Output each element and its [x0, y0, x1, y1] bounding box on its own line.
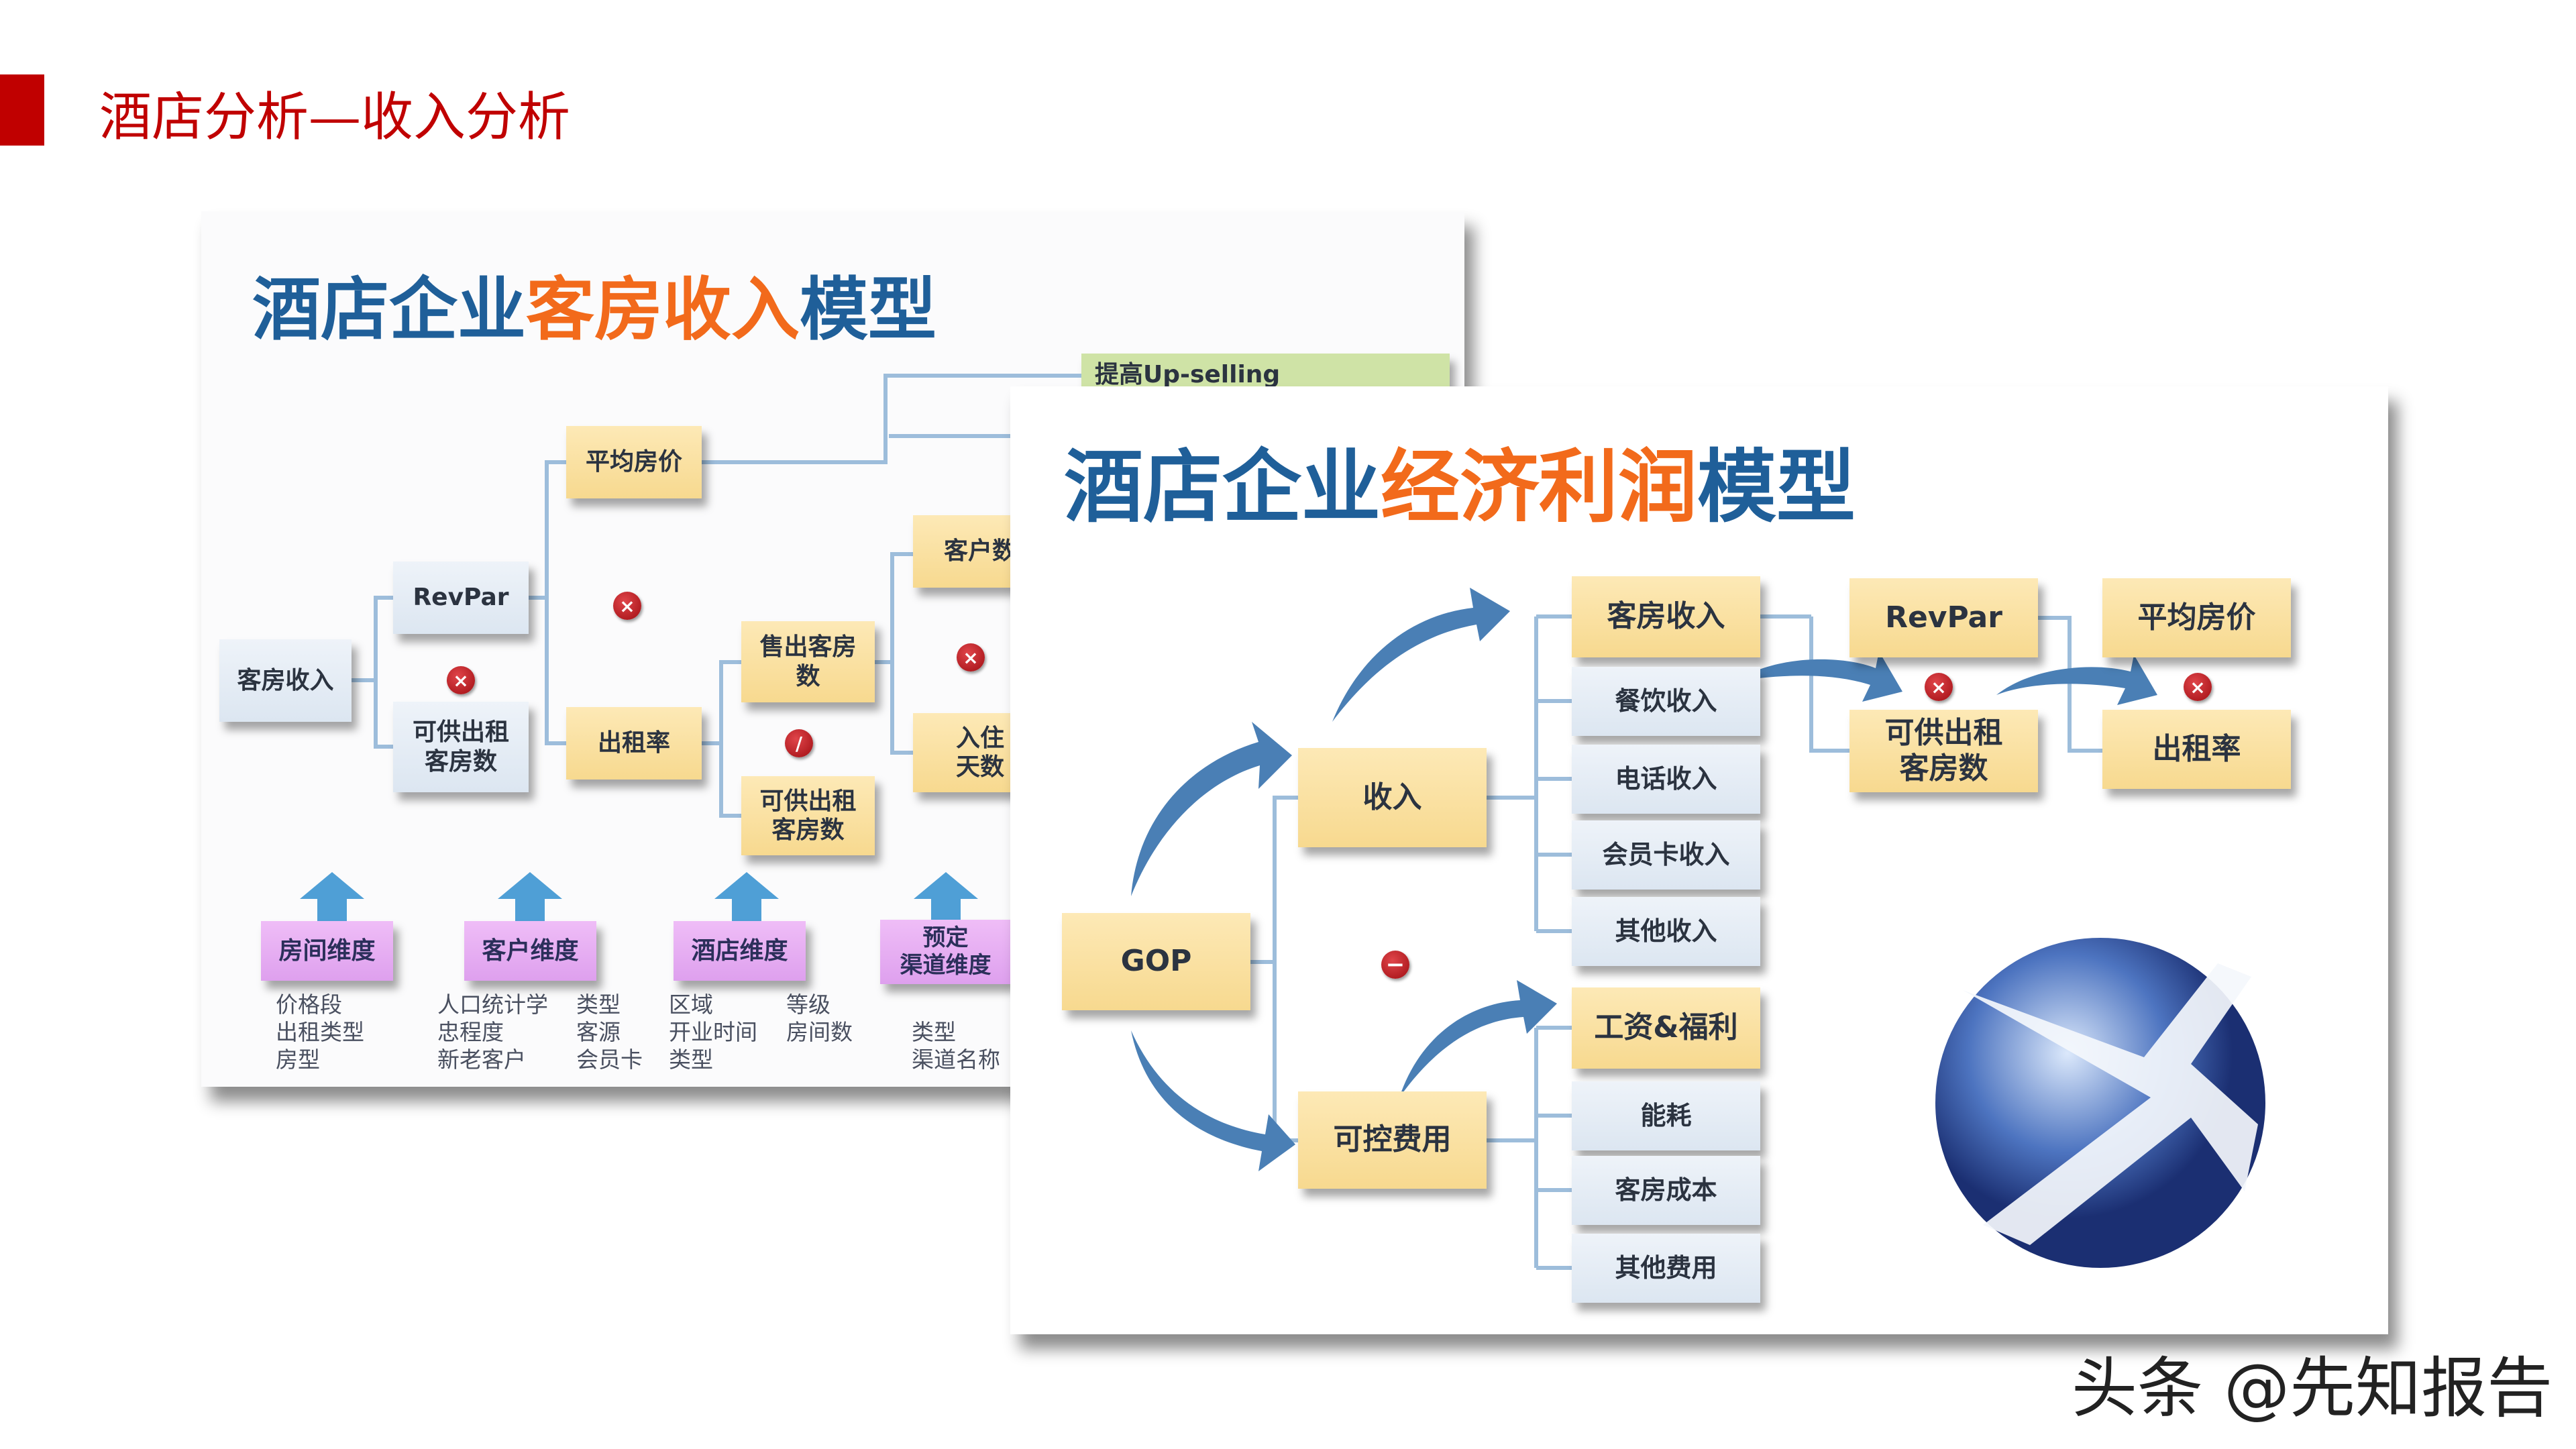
avg-rate-box: 平均房价 — [566, 426, 702, 498]
occupancy-box: 出租率 — [566, 707, 702, 780]
multiply-icon: × — [1925, 673, 1953, 701]
up-arrow-icon — [714, 872, 779, 932]
up-arrow-icon — [300, 872, 364, 932]
curved-arrow-icon — [1996, 655, 2157, 705]
room-revenue-box: 客房收入 — [219, 639, 352, 722]
curved-arrow-icon — [1399, 980, 1557, 1097]
phone-revenue-box: 电话收入 — [1572, 745, 1760, 814]
multiply-icon: × — [2184, 673, 2212, 701]
dimension-channel: 预定 渠道维度 — [880, 920, 1011, 984]
slide-title: 酒店分析—收入分析 — [99, 87, 571, 148]
globe-image — [1935, 938, 2265, 1268]
dimension-room: 房间维度 — [261, 921, 393, 981]
dimension-hotel: 酒店维度 — [674, 921, 806, 981]
dimension-items: 等级 房间数 — [786, 991, 853, 1045]
connector-lines — [300, 374, 1081, 932]
economic-profit-model-panel: 酒店企业经济利润模型 GOP 收入 可控费用 客房收入 餐饮收入 电话收入 会员… — [1010, 386, 2388, 1334]
controllable-cost-box: 可控费用 — [1298, 1091, 1487, 1189]
multiply-icon: × — [613, 592, 641, 620]
available-rooms-box-2: 可供出租 客房数 — [741, 776, 875, 855]
dimension-customer: 客户维度 — [464, 921, 596, 981]
fb-revenue-box: 餐饮收入 — [1572, 667, 1760, 736]
multiply-icon: × — [447, 666, 475, 694]
up-arrow-icon — [498, 872, 562, 932]
dimension-items: 类型 客源 会员卡 — [576, 991, 643, 1073]
connector-lines — [1131, 588, 2265, 1270]
curved-arrow-icon — [1735, 651, 1902, 702]
revenue-box: 收入 — [1298, 748, 1487, 847]
dimension-items: 人口统计学 忠程度 新老客户 — [437, 991, 548, 1073]
multiply-icon: × — [957, 643, 985, 672]
curved-arrow-icon — [1131, 1030, 1295, 1171]
title-accent-bar — [0, 74, 44, 146]
panel-title: 酒店企业经济利润模型 — [1064, 441, 1856, 533]
panel-title: 酒店企业客房收入模型 — [252, 270, 936, 350]
available-rooms-box: 可供出租 客房数 — [1849, 710, 2038, 792]
dimension-items: 价格段 出租类型 房型 — [276, 991, 364, 1073]
up-arrows — [300, 872, 978, 932]
dimension-items: 类型 渠道名称 — [912, 1019, 1000, 1073]
dimension-items: 区域 开业时间 类型 — [669, 991, 757, 1073]
watermark: 头条 @先知报告 — [2072, 1350, 2553, 1427]
other-cost-box: 其他费用 — [1572, 1234, 1760, 1303]
minus-icon: − — [1381, 951, 1409, 979]
energy-box: 能耗 — [1572, 1081, 1760, 1150]
room-revenue-box: 客房收入 — [1572, 576, 1760, 657]
curved-arrow-icon — [1131, 722, 1292, 896]
available-rooms-box: 可供出租 客房数 — [393, 702, 529, 792]
divide-icon: / — [785, 729, 813, 757]
curved-arrow-icon — [1332, 588, 1510, 722]
curved-arrows — [1131, 588, 2157, 1171]
wages-box: 工资&福利 — [1572, 987, 1760, 1069]
room-cost-box: 客房成本 — [1572, 1156, 1760, 1225]
avg-rate-box: 平均房价 — [2102, 578, 2291, 657]
occupancy-box: 出租率 — [2102, 710, 2291, 789]
gop-box: GOP — [1062, 913, 1250, 1010]
other-revenue-box: 其他收入 — [1572, 897, 1760, 966]
revpar-box: RevPar — [393, 561, 529, 634]
revpar-box: RevPar — [1849, 578, 2038, 657]
up-arrow-icon — [914, 872, 978, 932]
sold-rooms-box: 售出客房 数 — [741, 621, 875, 702]
member-card-revenue-box: 会员卡收入 — [1572, 820, 1760, 890]
